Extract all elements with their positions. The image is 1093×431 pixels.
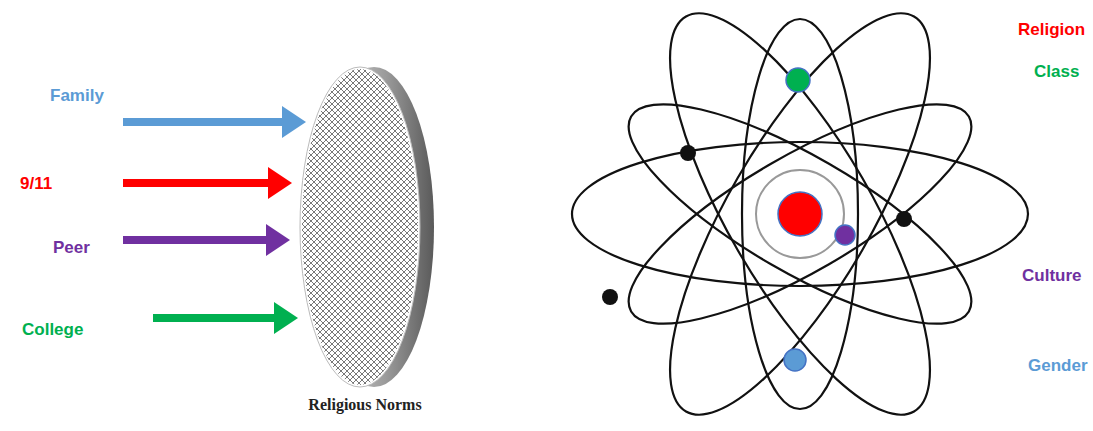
- mesh-disk: [290, 62, 460, 392]
- influence-label: 9/11: [20, 174, 52, 194]
- influence-label: Peer: [53, 238, 90, 258]
- influence-arrow: [153, 314, 282, 322]
- orbit: [572, 142, 1028, 286]
- influence-arrow: [123, 118, 290, 126]
- nucleus: [778, 192, 822, 236]
- electron: [680, 145, 696, 161]
- disk-face: [300, 67, 420, 387]
- identity-label: Culture: [1022, 266, 1082, 286]
- orbit: [602, 66, 998, 361]
- electron: [835, 225, 855, 245]
- identity-label: Religion: [1018, 20, 1085, 40]
- atom-figure: [572, 0, 1028, 431]
- identity-label: Class: [1034, 62, 1079, 82]
- influence-label: College: [22, 320, 83, 340]
- orbit: [742, 19, 858, 409]
- electron: [784, 349, 806, 371]
- influence-arrows: [123, 122, 290, 318]
- orbit: [602, 66, 998, 361]
- mesh-filter: Religious Norms: [290, 62, 460, 422]
- electron: [896, 211, 912, 227]
- electron: [786, 68, 810, 92]
- identity-label: Gender: [1028, 356, 1088, 376]
- influence-label: Family: [50, 86, 104, 106]
- nucleus-shell: [756, 170, 844, 258]
- disk-mesh: [302, 69, 418, 385]
- influence-arrow: [123, 236, 274, 244]
- orbit: [624, 0, 977, 431]
- filter-caption: Religious Norms: [308, 396, 421, 414]
- influence-arrow: [123, 179, 276, 187]
- electron: [602, 289, 618, 305]
- orbit: [624, 0, 977, 431]
